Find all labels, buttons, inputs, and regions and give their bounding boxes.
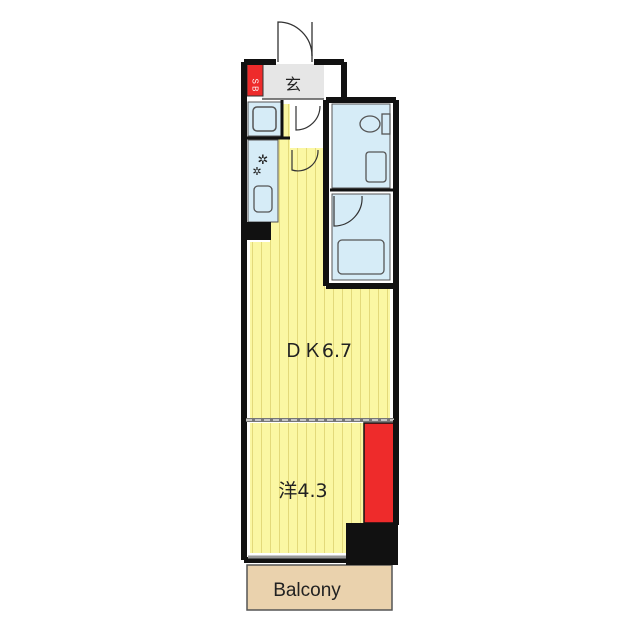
bathtub-room — [331, 193, 391, 281]
dk-floor — [250, 104, 390, 418]
kitchen-counter — [247, 139, 279, 223]
walls — [241, 59, 399, 563]
entrance-label: 玄 — [285, 75, 301, 94]
toilet-tank-icon — [381, 113, 391, 135]
hall-door-swing — [291, 149, 319, 172]
western-room-label: 洋4.3 — [278, 480, 327, 502]
toilet-icon — [359, 115, 381, 133]
stove-icon: ✲ — [258, 153, 269, 168]
kitchen-sink-icon — [253, 185, 273, 213]
kitchen-pillar — [241, 222, 271, 240]
balcony-area — [246, 564, 393, 611]
entry-door-swing — [277, 21, 313, 62]
pillar — [346, 523, 398, 565]
toilet-door-swing — [295, 105, 321, 131]
toilet-room — [331, 103, 391, 189]
washer-drain — [252, 106, 277, 132]
bathtub-icon — [337, 239, 385, 275]
shoe-box-label: S B — [251, 79, 260, 92]
western-room-floor — [250, 423, 360, 553]
inner-walls — [246, 100, 394, 192]
dk-label: ＤＫ6.7 — [284, 340, 352, 362]
entrance-area — [262, 64, 324, 99]
bath-door-swing — [333, 195, 363, 227]
stove-icon-2: ✲ — [252, 165, 261, 178]
balcony-label: Balcony — [273, 580, 341, 601]
closet — [363, 422, 395, 524]
washbasin-icon — [365, 151, 387, 183]
western-room-floor-right — [360, 423, 364, 523]
